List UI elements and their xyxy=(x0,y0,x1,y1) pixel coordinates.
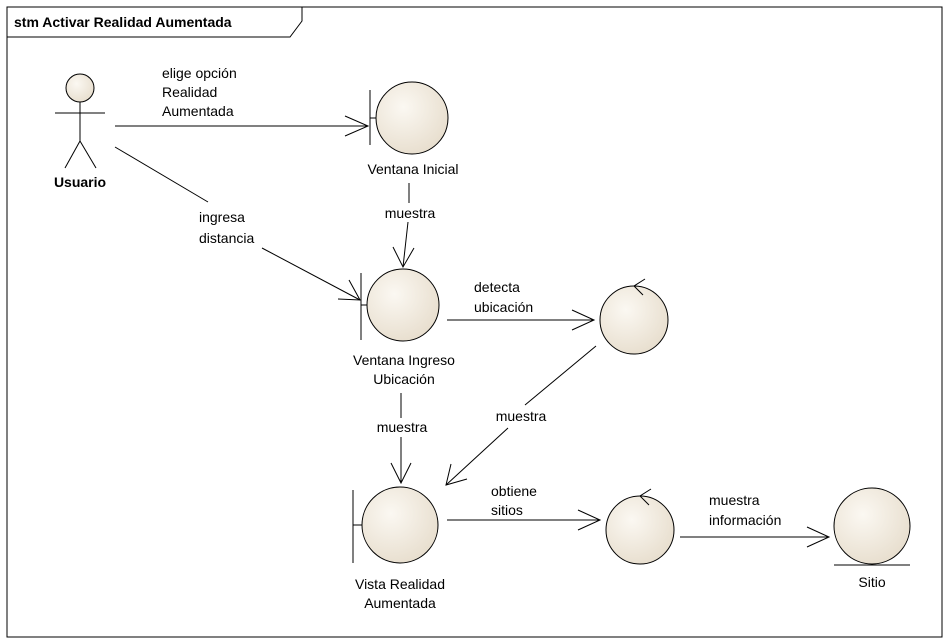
connector-label: detecta xyxy=(474,279,520,295)
connector-arrowhead xyxy=(445,463,468,486)
boundary-label: Aumentada xyxy=(364,595,436,611)
connector-line xyxy=(114,146,209,203)
connector-arrowhead xyxy=(337,279,361,301)
connector-label: muestra xyxy=(385,205,436,221)
entity-sitio[interactable]: Sitio xyxy=(833,487,911,590)
connector-label: obtiene xyxy=(491,483,537,499)
boundary-circle xyxy=(366,268,440,342)
frame-title: stm Activar Realidad Aumentada xyxy=(14,14,232,30)
connector-arrowhead xyxy=(577,509,602,531)
connector-label: distancia xyxy=(199,230,254,246)
connector-arrowhead xyxy=(390,462,412,485)
entity-circle xyxy=(833,487,911,565)
connection-muestra-3[interactable]: muestra xyxy=(377,393,428,485)
connector-arrowhead xyxy=(344,115,370,137)
connector-label: información xyxy=(709,512,781,528)
control-circle xyxy=(605,495,675,565)
connector-label: muestra xyxy=(377,419,428,435)
boundary-vista-ra[interactable]: Vista Realidad Aumentada xyxy=(352,486,445,611)
connector-line xyxy=(261,247,361,301)
boundary-label: Ubicación xyxy=(373,371,434,387)
boundary-label: Ventana Ingreso xyxy=(353,352,455,368)
connector-line xyxy=(445,427,509,486)
boundary-ventana-ingreso[interactable]: Ventana Ingreso Ubicación xyxy=(353,268,455,387)
control-sitios[interactable] xyxy=(605,488,675,565)
connector-arrowhead xyxy=(806,526,831,548)
connector-label: Realidad xyxy=(162,84,217,100)
connector-label: muestra xyxy=(496,408,547,424)
connection-elige[interactable]: elige opción Realidad Aumentada xyxy=(115,65,370,137)
boundary-circle xyxy=(361,486,439,564)
connector-line xyxy=(402,221,409,268)
actor-usuario[interactable]: Usuario xyxy=(54,73,106,190)
connector-line xyxy=(524,345,597,406)
connection-muestra-2[interactable]: muestra xyxy=(445,345,597,486)
boundary-label: Ventana Inicial xyxy=(367,161,458,177)
control-ubicacion[interactable] xyxy=(599,278,669,355)
control-arrowhead xyxy=(633,278,646,296)
boundary-label: Vista Realidad xyxy=(355,576,445,592)
connector-label: Aumentada xyxy=(162,103,234,119)
connection-muestra-4[interactable]: muestra información xyxy=(680,492,831,548)
actor-leg-right xyxy=(79,140,97,169)
connector-label: elige opción xyxy=(162,65,237,81)
frame-title-tab xyxy=(6,6,303,38)
actor-leg-left xyxy=(64,140,81,169)
connection-muestra-1[interactable]: muestra xyxy=(385,183,436,269)
connector-label: ubicación xyxy=(474,299,533,315)
entity-label: Sitio xyxy=(858,574,885,590)
connector-arrowhead xyxy=(392,246,415,269)
actor-head xyxy=(65,73,95,103)
connector-label: muestra xyxy=(709,492,760,508)
diagram-frame xyxy=(6,6,943,638)
connector-arrowhead xyxy=(571,309,596,331)
connection-obtiene[interactable]: obtiene sitios xyxy=(447,483,602,531)
boundary-ventana-inicial[interactable]: Ventana Inicial xyxy=(367,81,459,177)
connection-ingresa[interactable]: ingresa distancia xyxy=(114,146,361,301)
control-circle xyxy=(599,285,669,355)
connection-detecta[interactable]: detecta ubicación xyxy=(447,279,596,331)
control-arrowhead xyxy=(639,488,652,506)
boundary-circle xyxy=(375,81,449,155)
actor-label: Usuario xyxy=(54,174,106,190)
connector-label: sitios xyxy=(491,502,523,518)
connector-label: ingresa xyxy=(199,209,245,225)
